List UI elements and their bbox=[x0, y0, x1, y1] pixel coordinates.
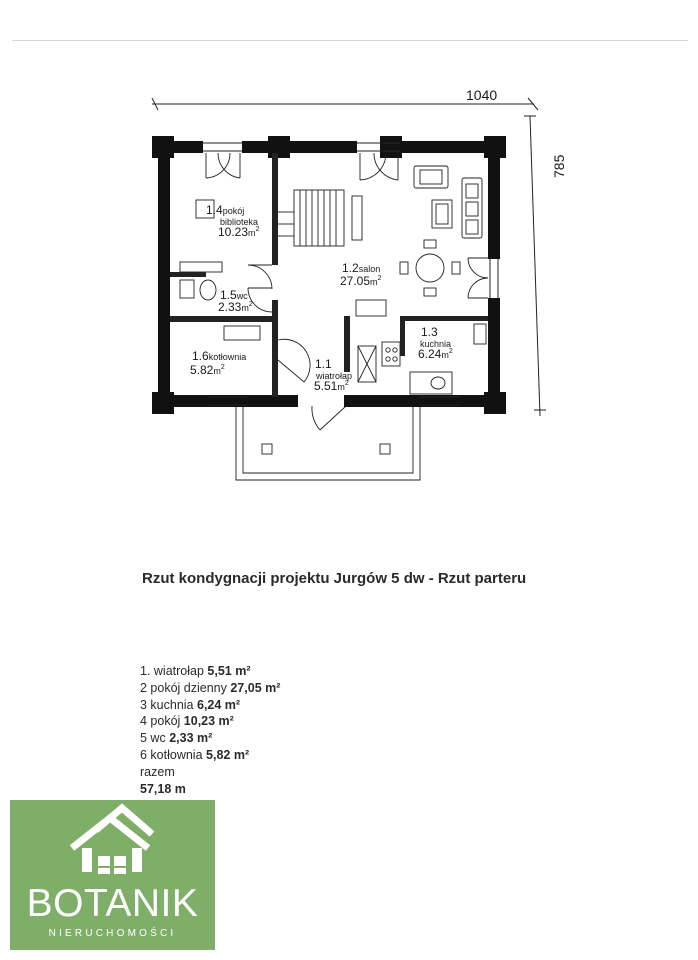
windows bbox=[203, 142, 499, 406]
plan-caption: Rzut kondygnacji projektu Jurgów 5 dw - … bbox=[142, 570, 527, 587]
brand-tagline: NIERUCHOMOŚCI bbox=[48, 928, 177, 939]
room-label-wc: 1.5wc 2.33m2 bbox=[218, 288, 253, 314]
staircase bbox=[278, 189, 363, 247]
furniture bbox=[179, 165, 487, 395]
room-label-vestibule-area: 5.51m2 bbox=[314, 379, 349, 393]
dimension-lines bbox=[151, 97, 546, 417]
brand-name: BOTANIK bbox=[26, 882, 199, 925]
room-label-vestibule-name: wiatrołap bbox=[315, 371, 352, 381]
legend-row: 1. wiatrołap 5,51 m² bbox=[140, 664, 251, 678]
room-label-library-area: 10.23m2 bbox=[218, 225, 260, 239]
botanik-logo: BOTANIK NIERUCHOMOŚCI bbox=[10, 800, 215, 950]
room-label-kitchen-area: 6.24m2 bbox=[418, 347, 453, 361]
legend-row: 6 kotłownia 5,82 m² bbox=[140, 747, 250, 762]
legend-row: 5 wc 2,33 m² bbox=[140, 731, 213, 746]
top-border-line bbox=[12, 40, 688, 41]
room-label-kitchen-name: kuchnia bbox=[420, 339, 451, 349]
floor-plan: 1040 785 bbox=[151, 87, 567, 481]
room-label-library-name2: biblioteka bbox=[220, 217, 258, 227]
room-label-library: 1.4pokój biblioteka 10.23m2 bbox=[206, 203, 260, 239]
terrace bbox=[235, 407, 421, 481]
room-label-salon: 1.2salon 27.05m2 bbox=[340, 261, 382, 288]
interior-walls bbox=[170, 153, 488, 397]
legend-total-label: razem bbox=[140, 764, 175, 779]
legend-row: 3 kuchnia 6,24 m² bbox=[140, 697, 241, 712]
exterior-walls bbox=[152, 136, 506, 414]
room-label-wc-name: 1.5wc bbox=[220, 288, 248, 302]
room-label-boiler: 1.6kotłownia 5.82m2 bbox=[190, 349, 246, 377]
width-dimension-label: 1040 bbox=[466, 87, 497, 103]
room-label-boiler-area: 5.82m2 bbox=[190, 363, 225, 377]
room-label-kitchen: 1.3 kuchnia 6.24m2 bbox=[418, 325, 453, 361]
room-label-vestibule-number: 1.1 bbox=[315, 357, 332, 371]
legend-row: 2 pokój dzienny 27,05 m² bbox=[140, 680, 281, 695]
room-label-wc-area: 2.33m2 bbox=[218, 300, 253, 314]
area-legend: 1. wiatrołap 5,51 m² 2 pokój dzienny 27,… bbox=[140, 663, 280, 797]
room-label-boiler-name: 1.6kotłownia bbox=[192, 349, 246, 363]
room-label-salon-area: 27.05m2 bbox=[340, 274, 382, 288]
room-label-kitchen-number: 1.3 bbox=[421, 325, 438, 339]
legend-row: 4 pokój 10,23 m² bbox=[140, 714, 234, 729]
depth-dimension-label: 785 bbox=[551, 154, 567, 178]
house-icon bbox=[69, 803, 155, 874]
room-label-vestibule: 1.1 wiatrołap 5.51m2 bbox=[314, 357, 352, 393]
doors bbox=[205, 152, 489, 431]
legend-total-value: 57,18 m bbox=[140, 781, 186, 796]
room-label-salon-name: 1.2salon bbox=[342, 261, 380, 275]
room-label-library-name: 1.4pokój bbox=[206, 203, 244, 217]
